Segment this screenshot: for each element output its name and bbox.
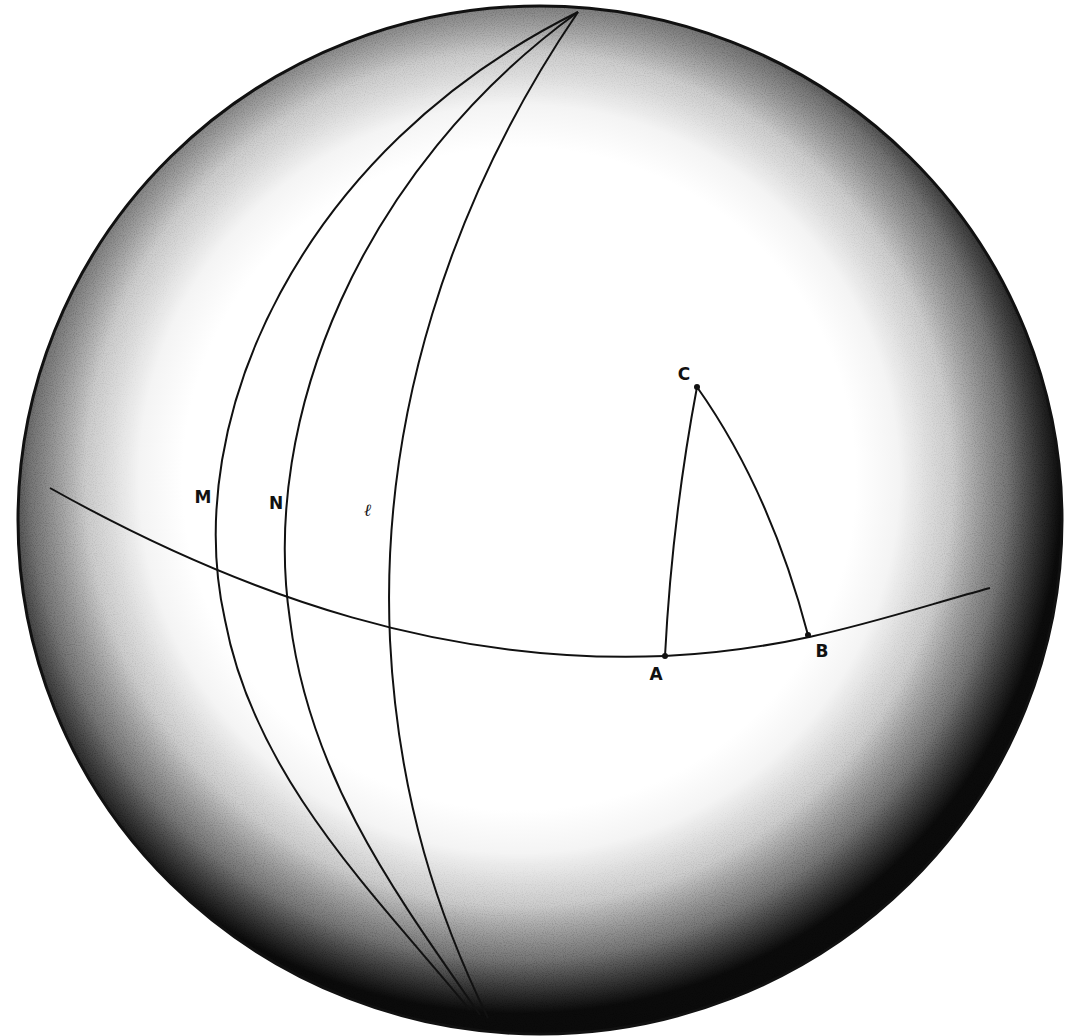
curve-label: N: [267, 494, 285, 513]
vertex-dot: [694, 384, 700, 390]
meridian-m: [216, 12, 578, 1010]
vertex-label: C: [676, 365, 692, 384]
sphere-rim: [18, 6, 1062, 1034]
meridian-n: [285, 12, 578, 1015]
triangle-side-ca: [665, 387, 697, 656]
sphere: [18, 6, 1062, 1034]
sphere-stipple: [18, 6, 1062, 1034]
great-circle: [50, 488, 990, 657]
vertex-label: A: [647, 665, 664, 684]
curve-label: M: [193, 488, 214, 507]
vertex-dot: [662, 653, 668, 659]
curve-label: ℓ: [362, 501, 373, 520]
triangle-side-cb: [697, 387, 808, 635]
vertex-dot: [805, 632, 811, 638]
vertex-label: B: [814, 642, 831, 661]
meridian-l: [389, 12, 578, 1018]
